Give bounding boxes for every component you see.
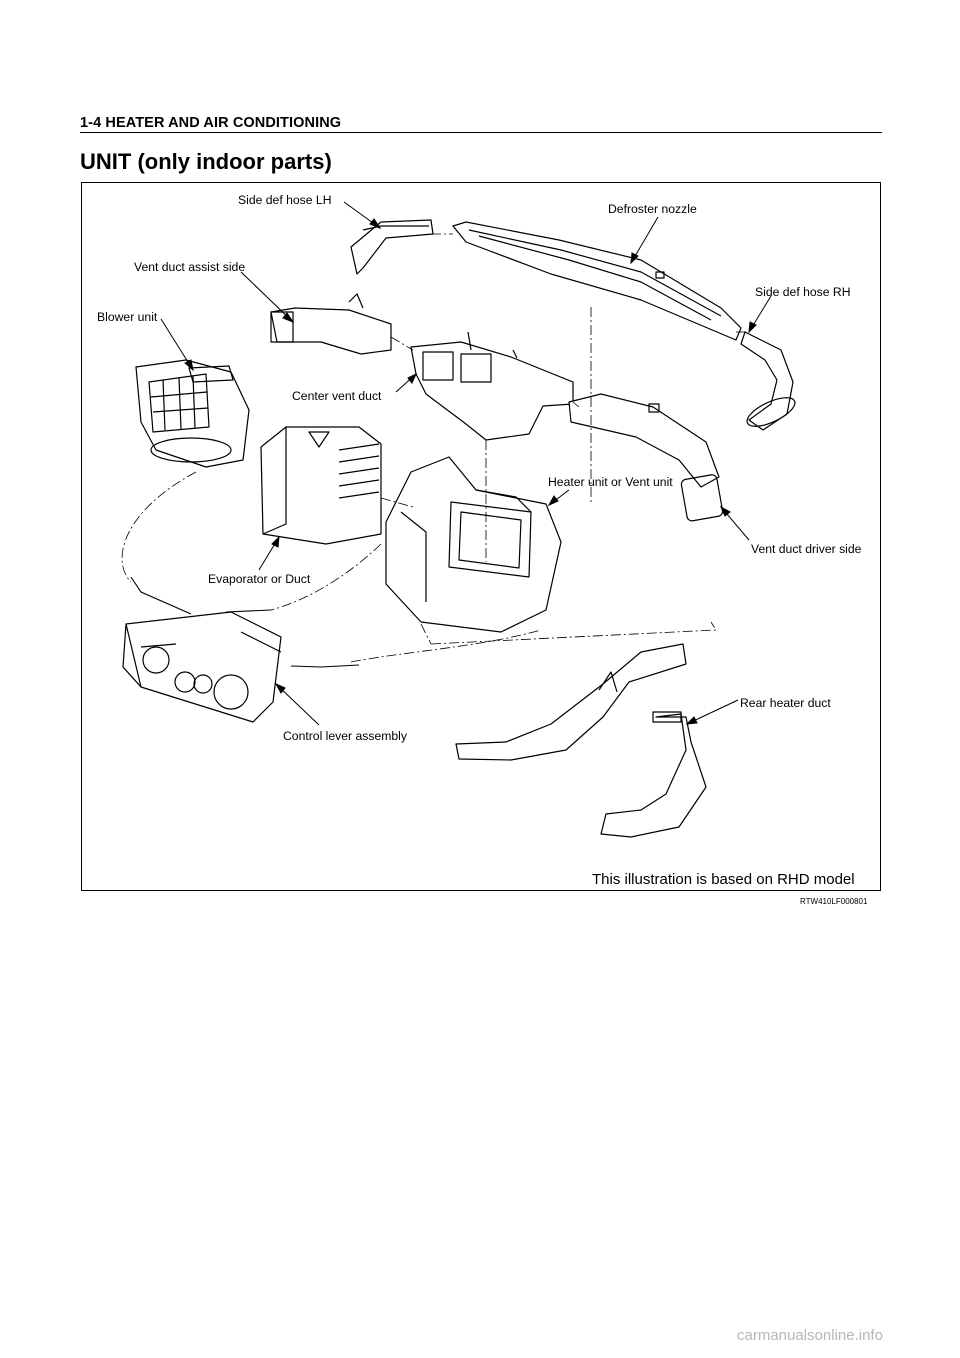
label-side-def-hose-rh: Side def hose RH (755, 285, 851, 299)
center-vent-duct-drawing (410, 331, 574, 441)
side-def-hose-lh-drawing (350, 219, 434, 275)
figure-code: RTW410LF000801 (800, 897, 868, 906)
side-def-hose-rh-drawing (740, 331, 796, 431)
vent-duct-assist-side-drawing (270, 293, 392, 355)
control-lever-assembly-drawing (122, 611, 282, 723)
label-control-lever-assembly: Control lever assembly (283, 729, 407, 743)
label-defroster-nozzle: Defroster nozzle (608, 202, 697, 216)
label-evaporator-or-duct: Evaporator or Duct (208, 572, 311, 586)
heater-unit-drawing (385, 456, 562, 633)
exploded-view-illustration (121, 201, 796, 838)
label-rear-heater-duct: Rear heater duct (740, 696, 831, 710)
header-rule (80, 132, 882, 133)
figure-note: This illustration is based on RHD model (592, 871, 855, 888)
blower-unit-drawing (135, 359, 250, 468)
watermark: carmanualsonline.info (737, 1327, 883, 1344)
label-vent-duct-driver-side: Vent duct driver side (751, 542, 862, 556)
label-heater-unit-or-vent-unit: Heater unit or Vent unit (548, 475, 673, 489)
label-center-vent-duct: Center vent duct (292, 389, 382, 403)
evaporator-drawing (260, 426, 382, 545)
page-title: UNIT (only indoor parts) (80, 149, 332, 174)
figure-frame (81, 182, 881, 891)
label-side-def-hose-lh: Side def hose LH (238, 193, 332, 207)
label-blower-unit: Blower unit (97, 310, 158, 324)
rear-heater-duct-drawing (455, 643, 707, 838)
vent-duct-driver-side-drawing (568, 393, 724, 522)
label-vent-duct-assist-side: Vent duct assist side (134, 260, 246, 274)
section-header: 1-4 HEATER AND AIR CONDITIONING (80, 115, 342, 131)
defroster-nozzle-drawing (452, 221, 742, 341)
